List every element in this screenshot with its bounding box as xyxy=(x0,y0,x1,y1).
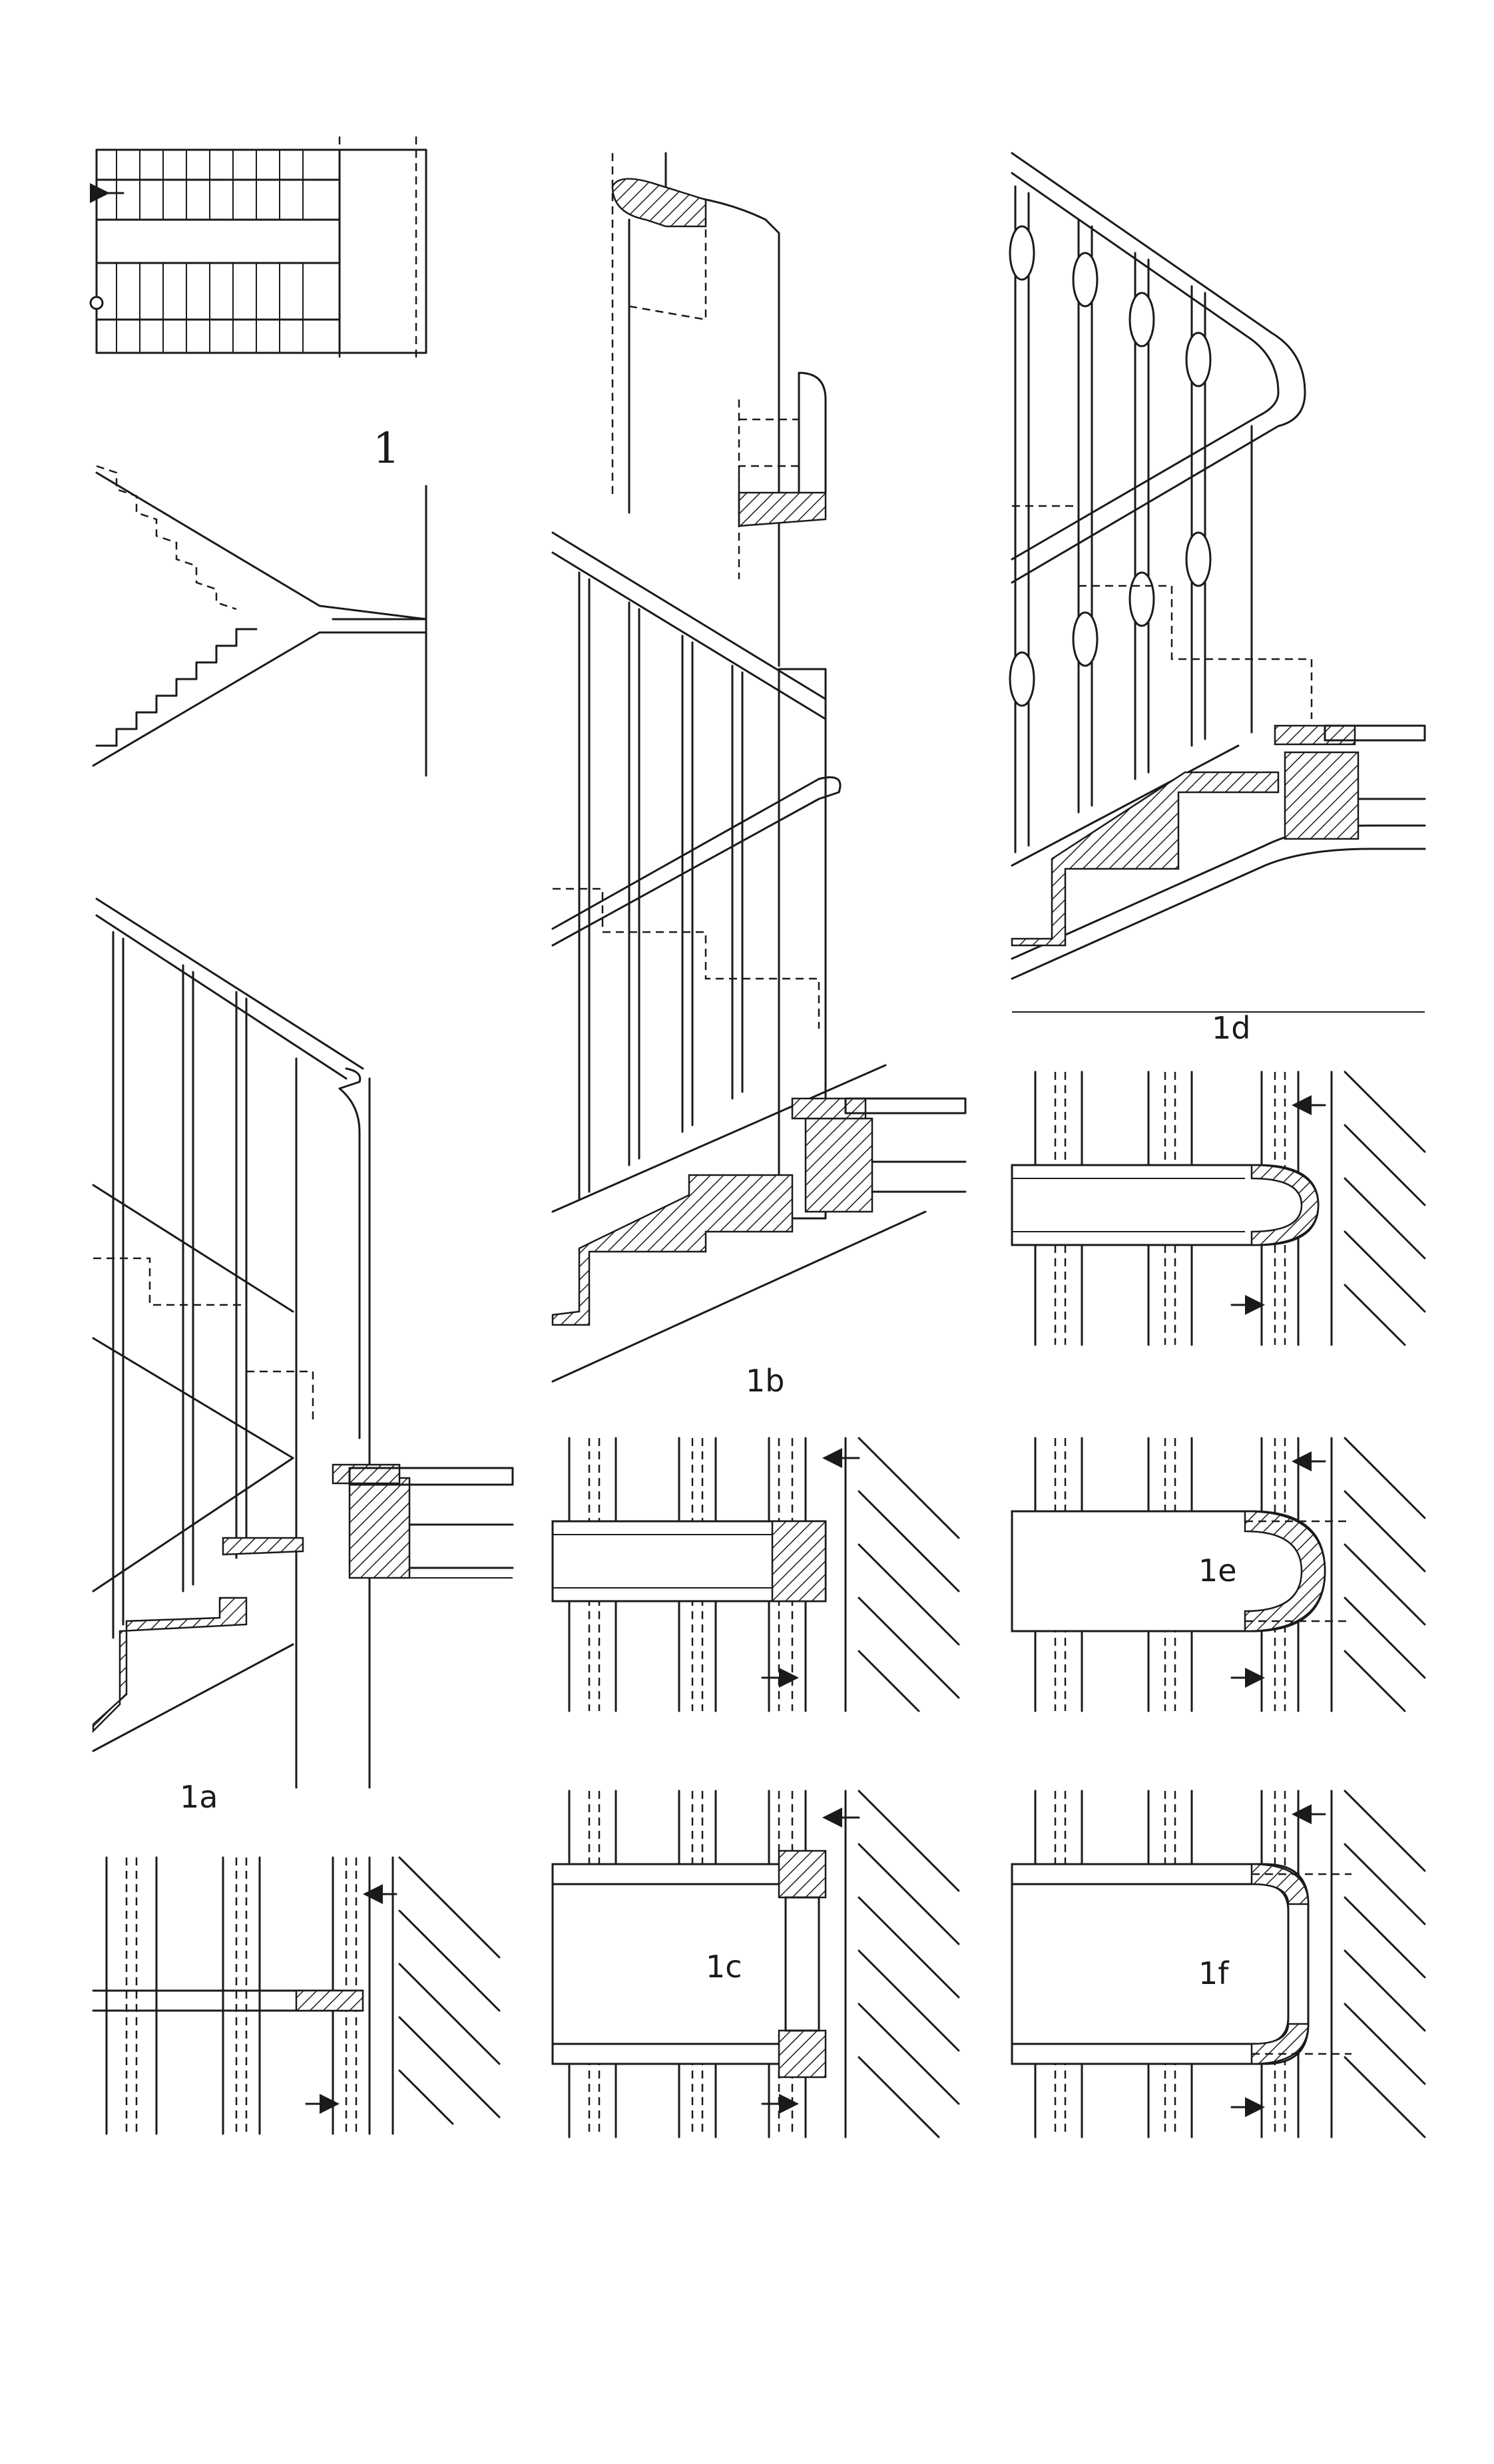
fig1-label: 1 xyxy=(373,424,400,473)
fig1-section-view xyxy=(92,465,427,777)
fig1f-label: 1f xyxy=(1198,1955,1230,1991)
plan-detail-bottom-left xyxy=(92,1856,501,2135)
fig1a-label: 1a xyxy=(180,1779,218,1815)
fig1c-lower-plan: 1c xyxy=(551,1790,960,2138)
fig1e-label: 1e xyxy=(1198,1553,1237,1589)
fig1b-label: 1b xyxy=(746,1363,784,1399)
fig1e-plan-detail: 1e xyxy=(1011,1437,1426,1712)
fig1d-plan-detail xyxy=(1011,1071,1426,1346)
fig1f-plan-detail: 1f xyxy=(1011,1790,1426,2138)
fig1-plan-view: 1 xyxy=(89,136,427,473)
fig1d-perspective: 1d xyxy=(1009,152,1426,1046)
fig1a-newel-perspective: 1a xyxy=(92,897,514,1815)
handrail-profile-detail xyxy=(611,152,827,667)
fig1d-label: 1d xyxy=(1212,1010,1250,1046)
fig1c-label: 1c xyxy=(706,1949,742,1985)
fig1b-perspective: 1b xyxy=(551,531,967,1399)
fig1c-upper-plan xyxy=(551,1437,960,1712)
turned-baluster-group xyxy=(1009,185,1212,854)
